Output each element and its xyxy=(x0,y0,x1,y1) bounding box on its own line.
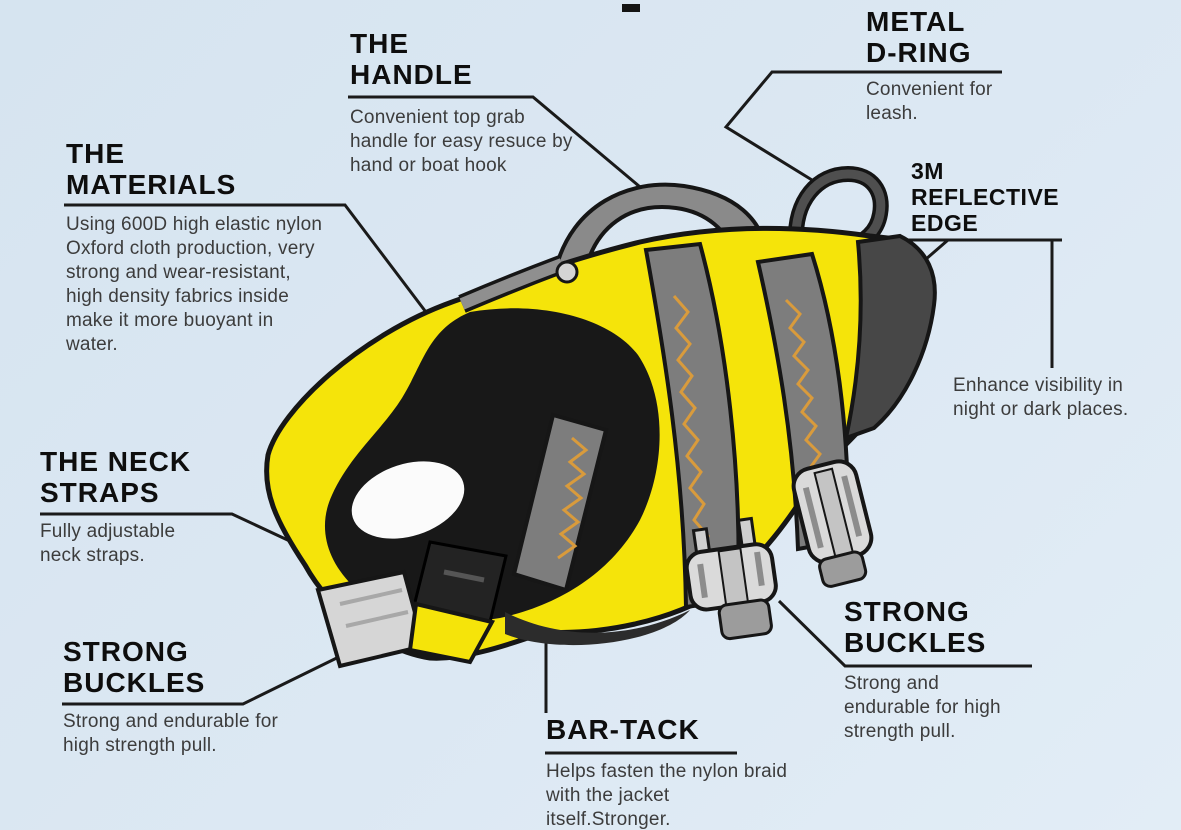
title-line: MATERIALS xyxy=(66,169,237,200)
title-line: THE xyxy=(350,28,409,59)
neck-strap-end-lines xyxy=(339,588,409,628)
handle-base-ring xyxy=(555,260,579,284)
annotation-neck-straps-description: Fully adjustable neck straps. xyxy=(40,521,176,566)
annotation-reflective-edge-description: Enhance visibility in night or dark plac… xyxy=(953,375,1129,420)
belly-shadow xyxy=(505,610,690,646)
title-line: THE NECK xyxy=(40,446,192,477)
leader-buckles-left xyxy=(62,648,354,706)
title-line: D-RING xyxy=(866,37,972,68)
leader-buckles-right xyxy=(777,599,1032,668)
leader-materials xyxy=(64,203,440,329)
buckle-rear xyxy=(791,459,874,588)
annotation-bar-tack-title: BAR-TACK xyxy=(546,714,796,745)
top-edge-mark xyxy=(622,4,640,12)
strap-rear-stitching xyxy=(784,298,826,497)
title-line: 3M xyxy=(911,158,944,184)
title-line: THE xyxy=(66,138,125,169)
metal-d-ring xyxy=(787,165,889,254)
title-line: REFLECTIVE xyxy=(911,184,1060,210)
title-line: BAR-TACK xyxy=(546,714,700,745)
annotation-d-ring-description: Convenient for leash. xyxy=(866,79,993,124)
leader-d-ring xyxy=(723,70,1002,182)
title-line: STRAPS xyxy=(40,477,160,508)
annotation-buckles-left-description: Strong and endurable for high strength p… xyxy=(63,711,279,756)
chest-strap xyxy=(511,412,609,593)
annotation-buckles-right-description: Strong and endurable for high strength p… xyxy=(844,673,1001,742)
rear-flap xyxy=(843,233,937,442)
annotation-handle-description: Convenient top grab handle for easy resu… xyxy=(350,107,573,176)
annotation-materials-description: Using 600D high elastic nylon Oxford clo… xyxy=(66,214,323,355)
title-line: STRONG xyxy=(63,636,189,667)
top-trim xyxy=(459,258,565,310)
leader-lines xyxy=(40,70,1062,755)
leader-handle xyxy=(348,95,647,194)
title-line: HANDLE xyxy=(350,59,473,90)
title-line: BUCKLES xyxy=(63,667,206,698)
chest-patch xyxy=(351,461,465,539)
title-line: METAL xyxy=(866,6,966,37)
neck-strap-buckle-slot xyxy=(443,569,485,583)
title-line: EDGE xyxy=(911,210,979,236)
buckle-front xyxy=(684,516,778,641)
strap-front-stitching xyxy=(672,295,710,553)
annotation-bar-tack: BAR-TACK Helps fasten the nylon braid wi… xyxy=(546,714,796,830)
bar-tack-stitching xyxy=(557,436,589,560)
title-line: BUCKLES xyxy=(844,627,987,658)
annotation-bar-tack-description: Helps fasten the nylon braid with the ja… xyxy=(546,761,788,830)
annotation-reflective-edge-description-block: Enhance visibility in night or dark plac… xyxy=(953,374,1143,422)
chest-yellow-flap xyxy=(407,601,496,665)
title-line: STRONG xyxy=(844,596,970,627)
